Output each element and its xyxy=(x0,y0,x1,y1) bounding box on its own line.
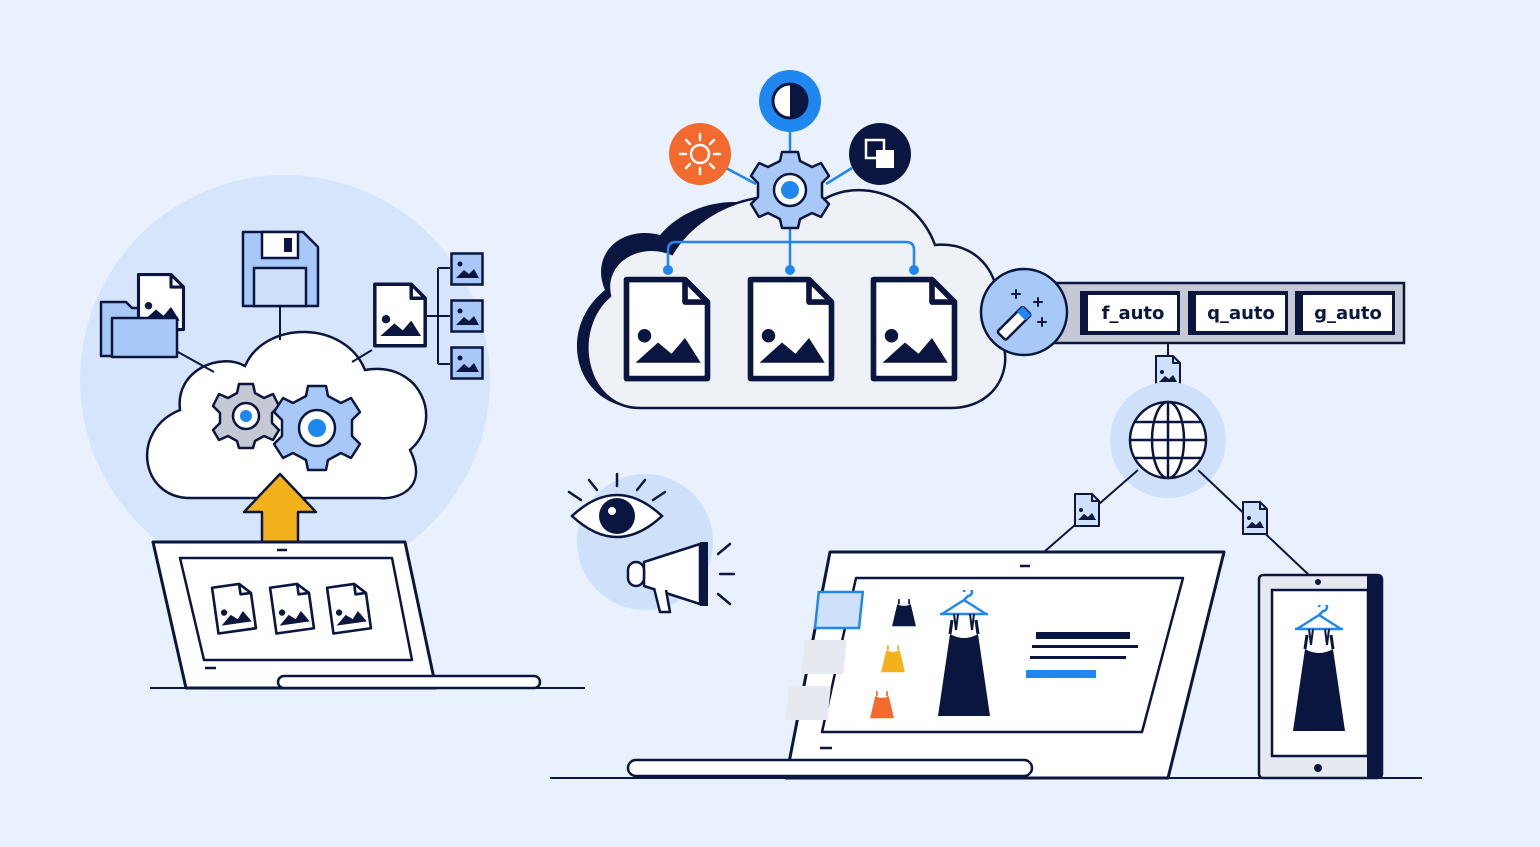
left-laptop xyxy=(150,540,585,690)
small-gear-icon xyxy=(211,382,281,450)
transform-gear-icon xyxy=(749,150,831,230)
left-upload-scene xyxy=(80,175,585,690)
eye-icon xyxy=(567,472,667,539)
cloud-images xyxy=(627,280,955,379)
transform-cloud-scene xyxy=(576,70,1007,410)
param-label: g_auto xyxy=(1314,303,1382,324)
param-f-auto: f_auto xyxy=(1080,291,1180,335)
large-gear-icon xyxy=(272,384,362,472)
layers-icon xyxy=(849,123,911,185)
floppy-disk-icon xyxy=(241,230,320,308)
magic-wand-icon xyxy=(979,267,1069,357)
transformation-bar: f_auto q_auto g_auto xyxy=(979,267,1406,357)
param-label: q_auto xyxy=(1207,303,1275,324)
sun-icon xyxy=(669,123,731,185)
contrast-icon xyxy=(759,70,821,132)
mobile-tablet xyxy=(1257,573,1384,780)
megaphone-icon xyxy=(626,542,736,614)
folder-icon xyxy=(99,272,186,359)
param-q-auto: q_auto xyxy=(1188,291,1288,335)
product-thumbnails xyxy=(785,590,917,720)
awareness-group xyxy=(567,472,736,614)
responsive-images-icon xyxy=(372,252,484,380)
delivery-scene xyxy=(550,343,1422,780)
uploaded-files xyxy=(210,581,373,635)
product-description-lines xyxy=(1026,632,1138,678)
param-label: f_auto xyxy=(1102,303,1165,324)
param-g-auto: g_auto xyxy=(1295,291,1395,335)
right-laptop xyxy=(550,550,1422,780)
globe-icon xyxy=(1128,400,1208,480)
